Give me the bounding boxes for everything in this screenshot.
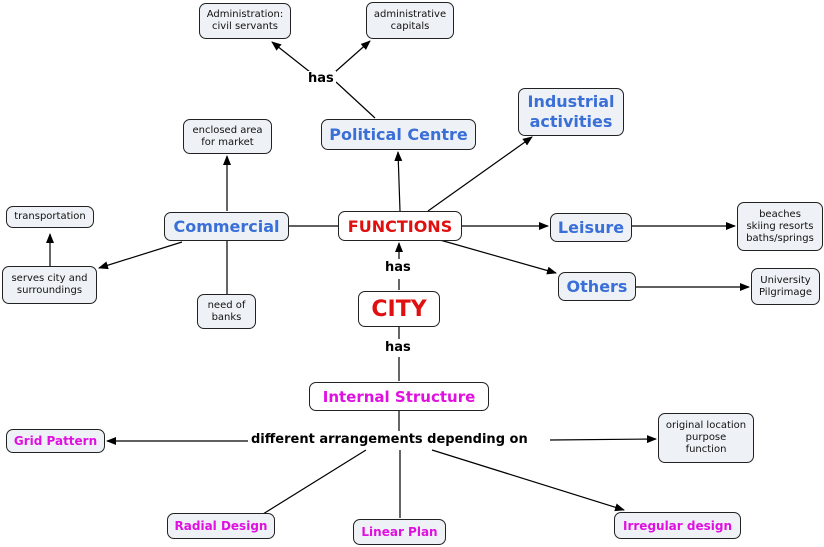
node-others: Others xyxy=(558,272,636,301)
node-city: CITY xyxy=(358,291,440,327)
node-location-purpose-function: original location purpose function xyxy=(658,413,754,463)
node-banks: need of banks xyxy=(197,294,256,329)
node-administrative-capitals: administrative capitals xyxy=(366,2,454,39)
link-label-has-functions: has xyxy=(383,260,413,275)
node-internal-structure: Internal Structure xyxy=(309,382,489,411)
node-linear-plan: Linear Plan xyxy=(353,519,446,545)
node-political-centre: Political Centre xyxy=(321,119,476,150)
node-serves-city: serves city and surroundings xyxy=(2,266,97,304)
link-label-has-political: has xyxy=(306,71,336,86)
node-irregular-design: Irregular design xyxy=(614,512,741,539)
node-administration-civil-servants: Administration: civil servants xyxy=(199,3,291,39)
node-others-detail: University Pilgrimage xyxy=(751,268,820,305)
node-leisure-detail: beaches skiing resorts baths/springs xyxy=(737,202,823,251)
node-market: enclosed area for market xyxy=(183,119,272,154)
node-leisure: Leisure xyxy=(550,213,632,242)
node-functions: FUNCTIONS xyxy=(338,211,462,241)
node-transportation: transportation xyxy=(6,206,94,228)
node-radial-design: Radial Design xyxy=(167,513,275,539)
node-grid-pattern: Grid Pattern xyxy=(6,429,105,453)
node-commercial: Commercial xyxy=(164,212,289,241)
node-industrial-activities: Industrial activities xyxy=(518,88,624,136)
link-label-has-internal: has xyxy=(383,340,413,355)
link-label-arrangements: different arrangements depending on xyxy=(249,432,530,447)
